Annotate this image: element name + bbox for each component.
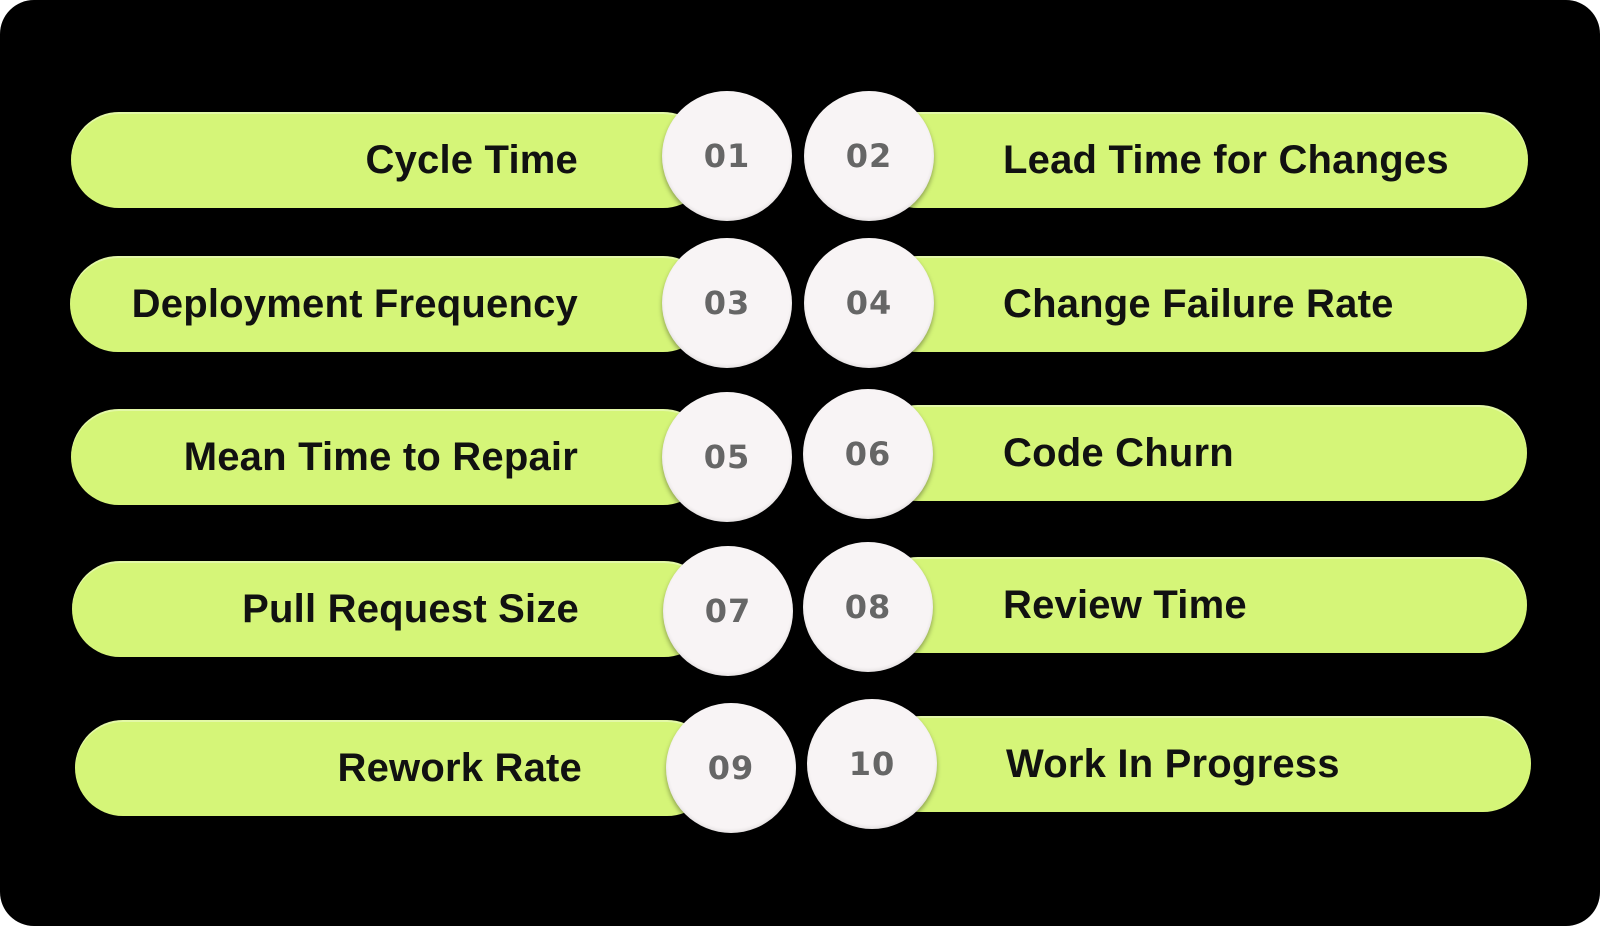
metric-pill-pull-request-size: Pull Request Size (72, 561, 712, 657)
metric-pill-deployment-frequency: Deployment Frequency (70, 256, 711, 352)
metric-pill-code-churn: Code Churn (870, 405, 1527, 501)
metric-number-badge: 07 (663, 546, 793, 676)
metric-pill-change-failure-rate: Change Failure Rate (870, 256, 1527, 352)
metric-number-badge: 04 (804, 238, 934, 368)
metric-label: Cycle Time (365, 137, 578, 182)
metric-number-badge: 05 (662, 392, 792, 522)
metric-label: Pull Request Size (242, 586, 579, 631)
metric-pill-rework-rate: Rework Rate (75, 720, 715, 816)
metric-number-badge: 06 (803, 389, 933, 519)
metric-label: Rework Rate (337, 745, 582, 790)
metric-label: Deployment Frequency (131, 281, 578, 326)
metric-pill-lead-time-for-changes: Lead Time for Changes (870, 112, 1528, 208)
metric-label: Work In Progress (1006, 741, 1340, 786)
metric-label: Lead Time for Changes (1003, 137, 1449, 182)
metric-number-badge: 10 (807, 699, 937, 829)
metric-label: Change Failure Rate (1003, 281, 1394, 326)
metric-number-badge: 08 (803, 542, 933, 672)
metric-label: Mean Time to Repair (183, 434, 578, 479)
metric-label: Code Churn (1003, 430, 1234, 475)
metric-pill-work-in-progress: Work In Progress (873, 716, 1531, 812)
metric-pill-mean-time-to-repair: Mean Time to Repair (71, 409, 711, 505)
metric-pill-cycle-time: Cycle Time (71, 112, 711, 208)
metric-number-badge: 01 (662, 91, 792, 221)
metric-number-badge: 03 (662, 238, 792, 368)
metric-pill-review-time: Review Time (870, 557, 1527, 653)
metric-number-badge: 02 (804, 91, 934, 221)
metric-number-badge: 09 (666, 703, 796, 833)
metric-label: Review Time (1003, 582, 1247, 627)
